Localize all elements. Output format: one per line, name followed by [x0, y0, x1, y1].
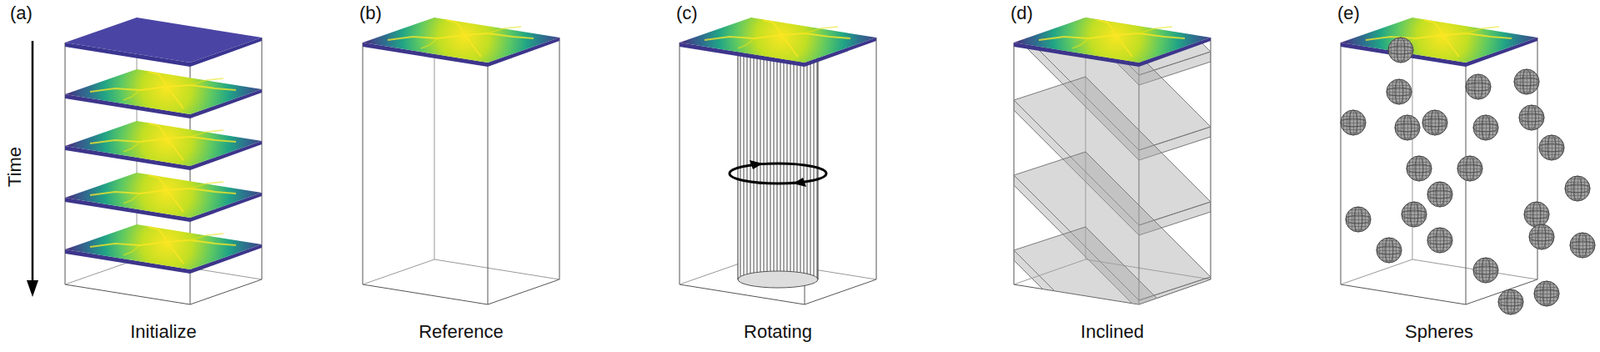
panel-caption: Initialize [130, 321, 196, 342]
panel-letter: (d) [1010, 3, 1034, 24]
panel-caption: Rotating [743, 321, 813, 342]
panel-letter: (e) [1337, 3, 1360, 24]
panel-letter: (c) [676, 3, 698, 24]
panel-caption: Spheres [1404, 321, 1474, 342]
panel-letter: (b) [359, 3, 382, 24]
panel-caption: Inclined [1080, 321, 1144, 342]
axis-label: Time [5, 146, 26, 187]
panel-letter: (a) [10, 3, 33, 24]
panel-caption: Reference [418, 321, 504, 342]
